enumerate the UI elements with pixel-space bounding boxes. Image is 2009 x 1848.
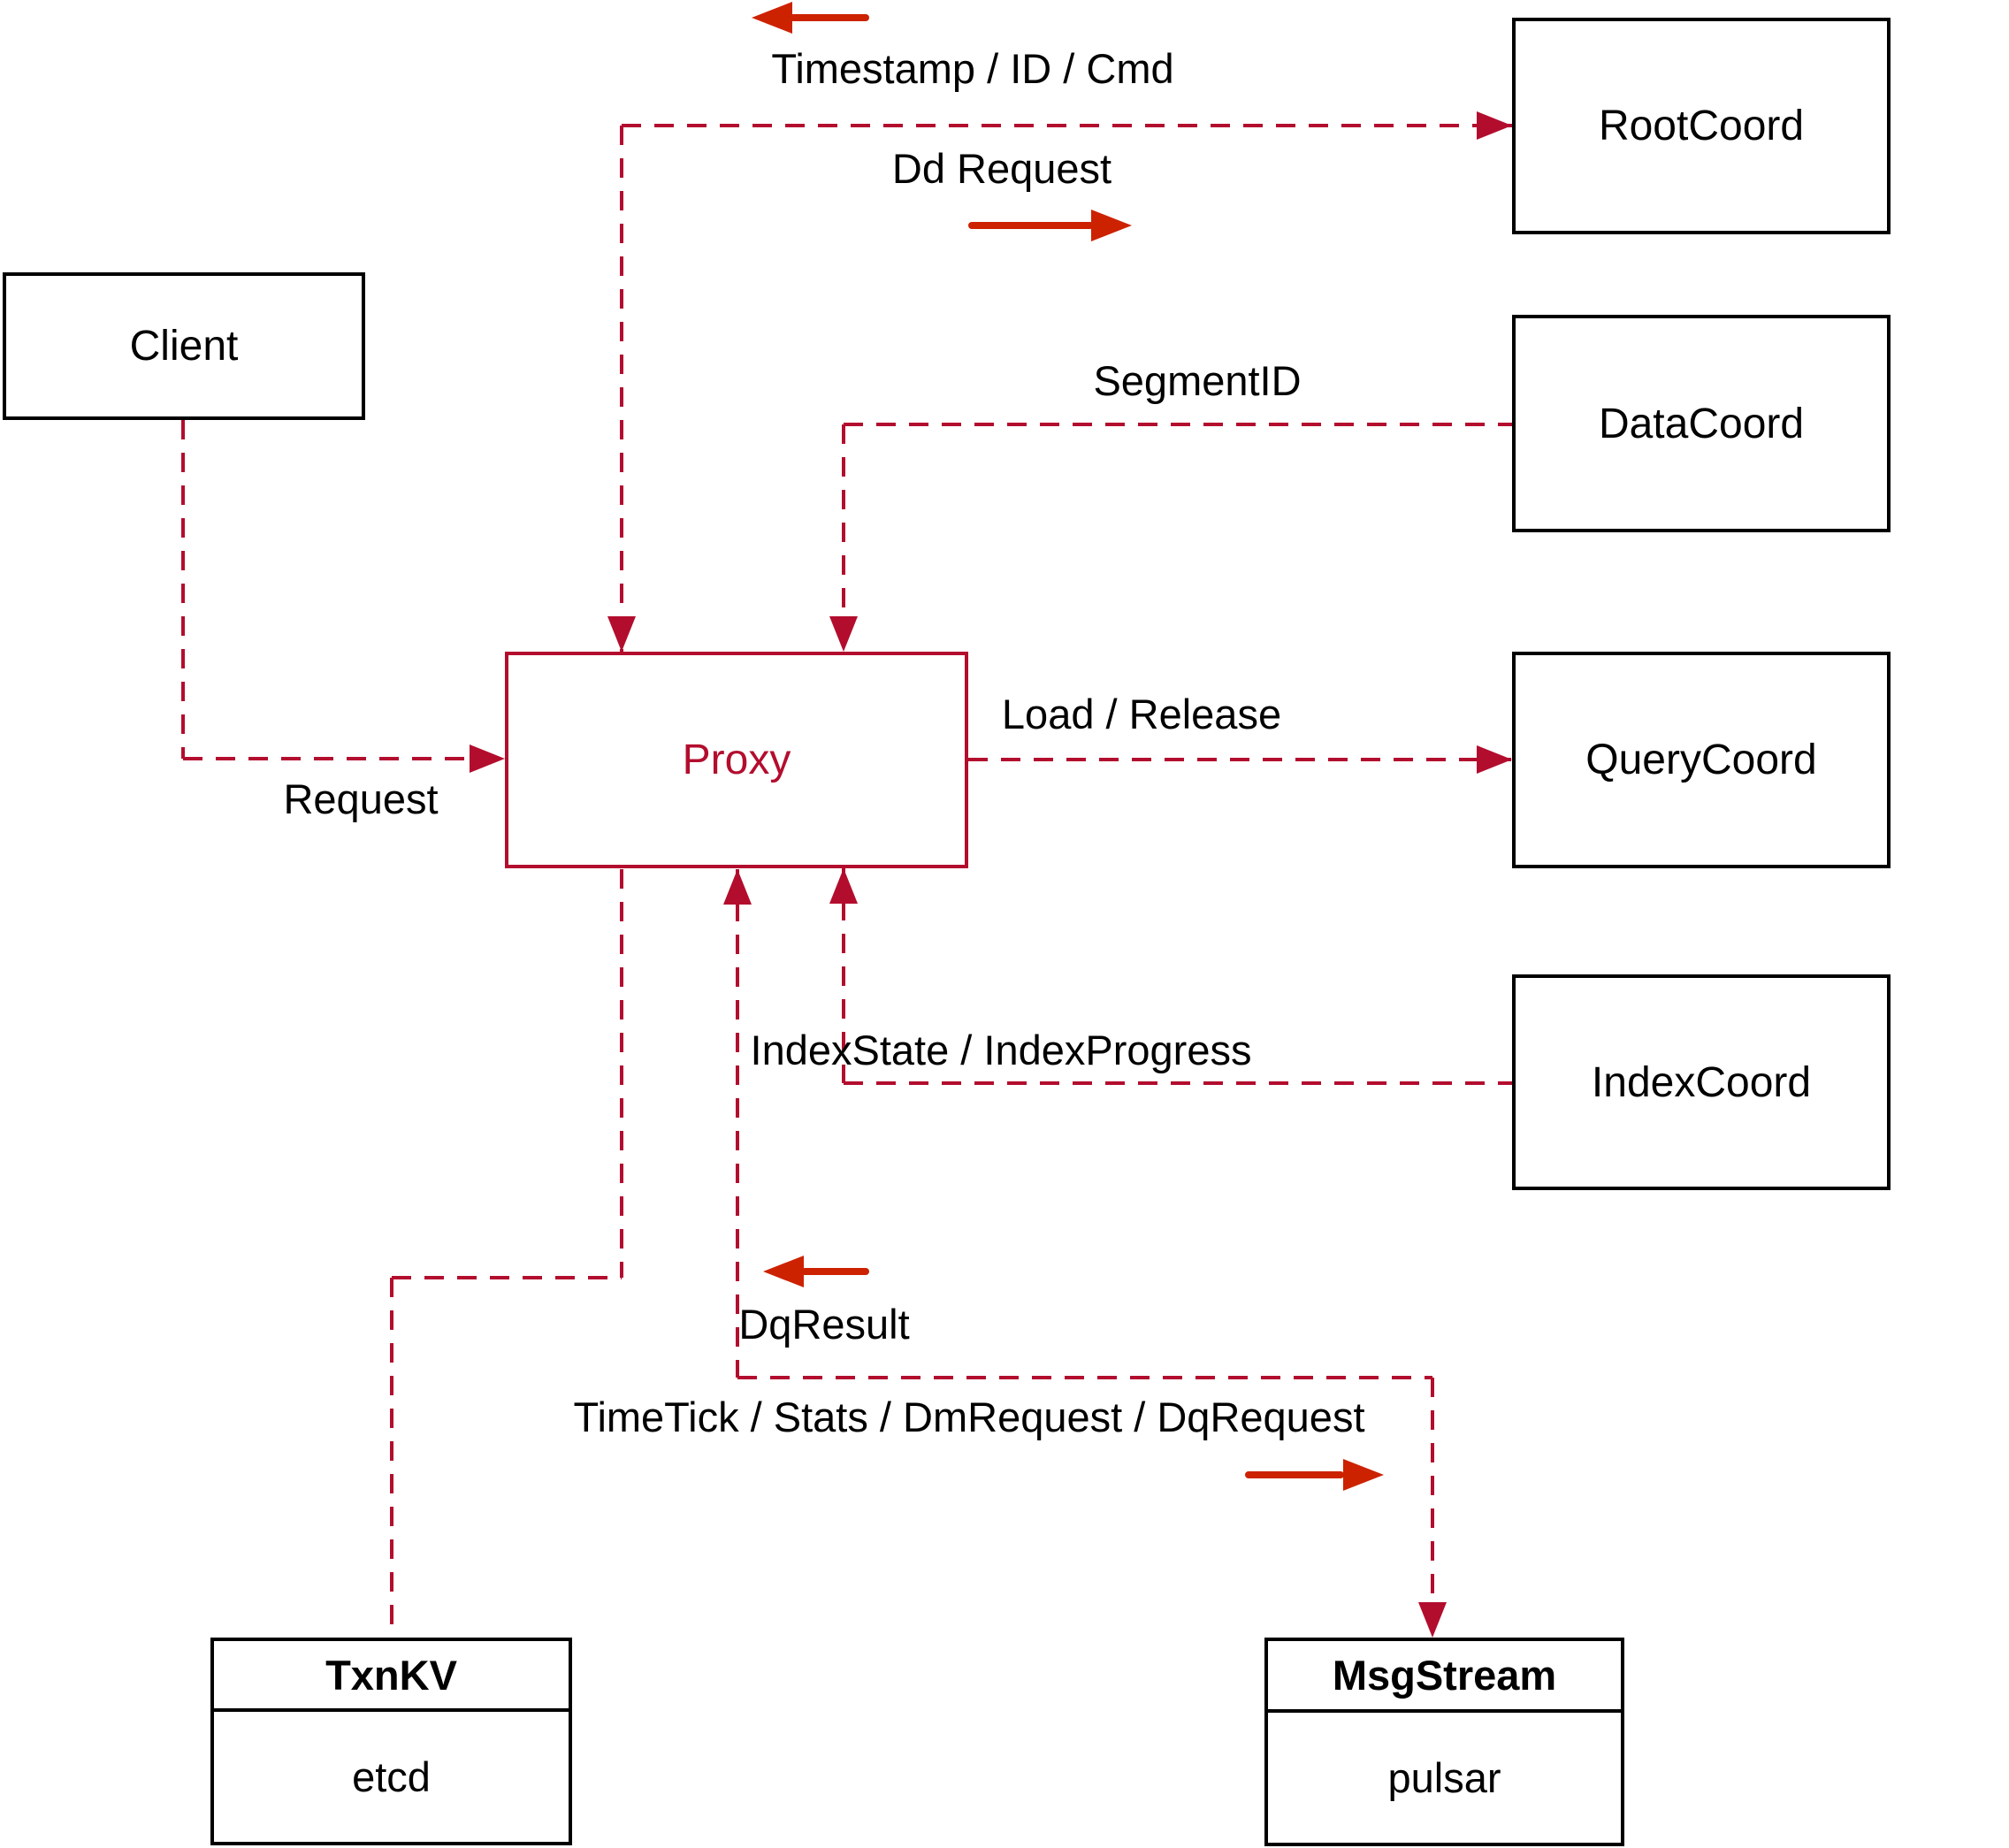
edge-indexcoord-proxy-horizontal <box>844 1081 1512 1085</box>
node-rootcoord: RootCoord <box>1512 18 1891 234</box>
edge-proxy-msgstream-horizontal <box>737 1376 1432 1379</box>
arrowhead-into-proxy-bottom-right <box>829 868 858 904</box>
node-querycoord-label: QueryCoord <box>1585 737 1817 783</box>
edge-proxy-txnkv-vertical-upper <box>620 869 623 1278</box>
node-client-label: Client <box>129 323 239 370</box>
edge-client-proxy-vertical <box>181 420 185 759</box>
node-rootcoord-label: RootCoord <box>1598 103 1805 149</box>
edge-proxy-msgstream-vertical-lower <box>1431 1378 1434 1638</box>
flow-arrow-left-dqresult-icon <box>763 1256 804 1287</box>
edge-client-proxy-horizontal <box>183 757 505 760</box>
node-indexcoord-label: IndexCoord <box>1591 1058 1812 1106</box>
edge-label-dq-result: DqResult <box>738 1301 910 1348</box>
flow-arrow-left-timestamp-shaft <box>790 14 869 21</box>
node-querycoord: QueryCoord <box>1512 652 1891 868</box>
edge-label-request: Request <box>283 775 439 822</box>
edge-proxy-querycoord <box>968 758 1512 761</box>
node-msgstream: MsgStream pulsar <box>1264 1638 1624 1846</box>
node-txnkv: TxnKV etcd <box>210 1638 572 1845</box>
node-proxy-label: Proxy <box>682 737 791 783</box>
node-datacoord-label: DataCoord <box>1598 400 1805 447</box>
edge-label-segment-id: SegmentID <box>1093 357 1302 404</box>
node-datacoord: DataCoord <box>1512 315 1891 532</box>
flow-arrow-right-timetick-icon <box>1343 1459 1384 1491</box>
flow-arrow-right-ddrequest-shaft <box>968 222 1094 229</box>
edge-proxy-txnkv-horizontal <box>392 1276 622 1279</box>
node-indexcoord: IndexCoord <box>1512 974 1891 1190</box>
flow-arrow-left-timestamp-icon <box>752 2 792 34</box>
edge-label-index-state: IndexState / IndexProgress <box>750 1027 1252 1073</box>
node-txnkv-title: TxnKV <box>214 1641 569 1712</box>
arrowhead-into-msgstream <box>1418 1602 1447 1638</box>
arrowhead-into-rootcoord <box>1477 111 1512 140</box>
node-msgstream-implementation: pulsar <box>1387 1754 1501 1801</box>
edge-label-timestamp: Timestamp / ID / Cmd <box>771 45 1174 92</box>
edge-label-time-tick: TimeTick / Stats / DmRequest / DqRequest <box>573 1394 1365 1440</box>
edge-proxy-rootcoord-vertical <box>620 126 623 652</box>
edge-proxy-txnkv-vertical-lower <box>390 1278 393 1638</box>
edge-label-load-release: Load / Release <box>1001 691 1282 737</box>
edge-proxy-rootcoord-horizontal <box>622 124 1512 127</box>
flow-arrow-right-timetick-shaft <box>1245 1471 1344 1478</box>
edge-label-dd-request: Dd Request <box>891 145 1112 192</box>
node-client: Client <box>3 272 365 420</box>
node-msgstream-title: MsgStream <box>1268 1641 1621 1713</box>
arrowhead-into-proxy-bottom-left <box>723 869 752 905</box>
flow-arrow-left-dqresult-shaft <box>801 1268 869 1275</box>
edge-indexcoord-proxy-vertical <box>842 868 845 1083</box>
flow-arrow-right-ddrequest-icon <box>1091 210 1132 241</box>
arrowhead-into-proxy-top-right <box>829 616 858 652</box>
arrowhead-into-proxy-top-left <box>607 616 636 652</box>
arrowhead-into-querycoord <box>1477 745 1512 774</box>
node-proxy: Proxy <box>505 652 968 868</box>
node-txnkv-implementation: etcd <box>352 1753 431 1800</box>
edge-datacoord-proxy-horizontal <box>844 423 1512 426</box>
edge-datacoord-proxy-vertical <box>842 424 845 652</box>
edge-proxy-msgstream-vertical-upper <box>736 869 739 1378</box>
arrowhead-into-proxy-left <box>470 745 505 773</box>
